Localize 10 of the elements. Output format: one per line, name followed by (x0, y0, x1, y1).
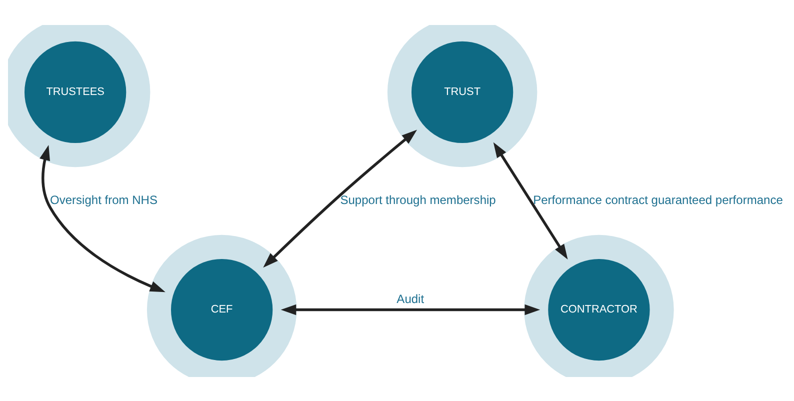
node-circle: TRUSTEES (8, 24, 150, 167)
arrow (263, 129, 418, 268)
edge-label: Oversight from NHS (50, 192, 158, 207)
edge-label: Support through membership (340, 192, 496, 207)
arrow (493, 142, 568, 260)
arrow (40, 144, 166, 292)
node-circle: TRUST (387, 24, 538, 167)
edge-label: Audit (396, 291, 424, 306)
arrow (280, 304, 540, 315)
edge-label: Performance contract guaranteed performance (533, 192, 783, 207)
